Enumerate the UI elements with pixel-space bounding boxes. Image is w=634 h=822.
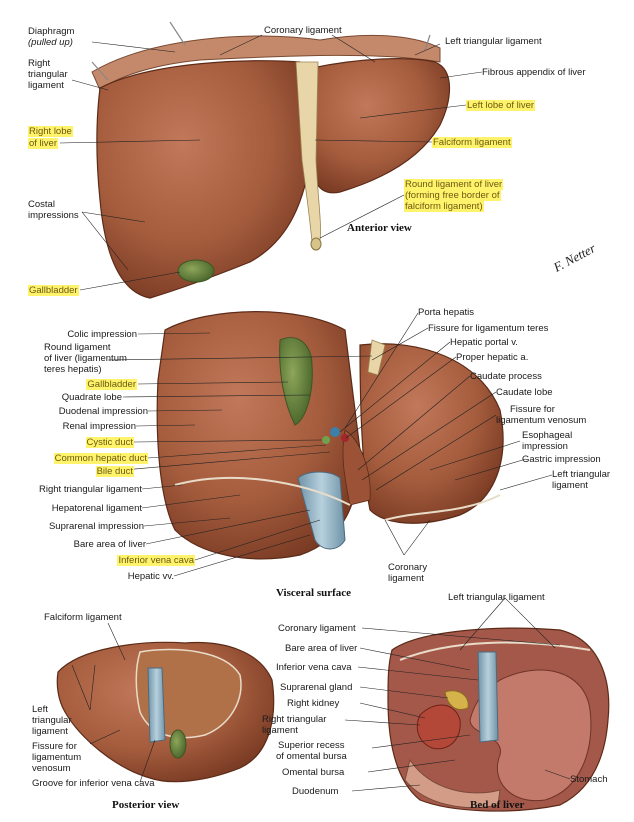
label-coronary-v1: Coronary xyxy=(388,562,428,573)
title-bed-of-liver: Bed of liver xyxy=(470,799,525,811)
label-porta-hepatis: Porta hepatis xyxy=(418,307,474,318)
bed-ivc xyxy=(477,651,499,743)
label-bile-duct: Bile duct xyxy=(95,466,134,477)
label-right-triangular-1: Right xyxy=(28,58,51,69)
title-posterior-view: Posterior view xyxy=(112,799,180,811)
label-quadrate-lobe: Quadrate lobe xyxy=(61,392,122,403)
label-costal-2: impressions xyxy=(28,210,79,221)
label-omental-bursa: Omental bursa xyxy=(282,767,345,778)
visceral-liver xyxy=(107,311,553,577)
anterior-liver xyxy=(59,21,483,299)
label-superior-recess-1: Superior recess xyxy=(278,740,345,751)
label-left-triangular-v1: Left triangular xyxy=(552,469,611,480)
label-superior-recess-2: of omental bursa xyxy=(276,751,347,762)
label-gastric-impression: Gastric impression xyxy=(522,454,601,465)
label-esophageal-2: impression xyxy=(522,441,568,452)
label-costal-1: Costal xyxy=(28,199,55,210)
label-gallbladder-anterior: Gallbladder xyxy=(28,285,79,296)
title-visceral-surface: Visceral surface xyxy=(276,587,352,599)
label-hepatic-vv: Hepatic vv. xyxy=(127,571,174,582)
label-round-ligament-v2: of liver (ligamentum xyxy=(44,353,127,364)
right-lobe xyxy=(96,60,313,299)
label-common-hepatic-duct: Common hepatic duct xyxy=(53,453,148,464)
label-gallbladder-visceral: Gallbladder xyxy=(86,379,137,390)
label-esophageal-1: Esophageal xyxy=(522,430,573,441)
label-right-tri-m1: Right triangular xyxy=(262,714,327,725)
title-anterior-view: Anterior view xyxy=(347,222,412,234)
label-left-tri-p3: ligament xyxy=(32,726,68,737)
label-fissure-venosum-1: Fissure for xyxy=(510,404,555,415)
label-duodenal-impression: Duodenal impression xyxy=(58,406,148,417)
label-right-triangular-3: ligament xyxy=(28,80,64,91)
label-coronary-ligament: Coronary ligament xyxy=(264,25,342,36)
caudate xyxy=(342,429,371,506)
label-bare-area-middle: Bare area of liver xyxy=(285,643,358,654)
label-falciform-posterior: Falciform ligament xyxy=(44,612,122,623)
label-fissure-venosum-2: ligamentum venosum xyxy=(496,415,587,426)
label-coronary-v2: ligament xyxy=(388,573,424,584)
label-pulled-up: (pulled up) xyxy=(28,37,73,48)
label-fissure-p3: venosum xyxy=(32,763,71,774)
label-bare-area-v: Bare area of liver xyxy=(73,539,146,550)
label-renal-impression: Renal impression xyxy=(62,421,136,432)
stomach xyxy=(469,669,592,802)
ivc-visceral xyxy=(297,471,346,550)
diaphragm xyxy=(91,34,441,91)
label-fibrous-appendix: Fibrous appendix of liver xyxy=(482,67,586,78)
label-cystic-duct: Cystic duct xyxy=(85,437,134,448)
label-caudate-lobe: Caudate lobe xyxy=(496,387,553,398)
label-right-triangular-v: Right triangular ligament xyxy=(39,484,142,495)
label-right-tri-m2: ligament xyxy=(262,725,298,736)
label-left-triangular-v2: ligament xyxy=(552,480,588,491)
label-duodenum: Duodenum xyxy=(292,786,339,797)
bed-of-liver xyxy=(344,597,610,812)
kidney xyxy=(416,704,461,750)
label-diaphragm: Diaphragm xyxy=(28,26,75,37)
label-caudate-process: Caudate process xyxy=(470,371,542,382)
round-ligament-end xyxy=(310,237,322,251)
suprarenal-gland xyxy=(444,690,469,710)
label-left-triangular-ligament: Left triangular ligament xyxy=(445,36,542,47)
label-proper-hepatic: Proper hepatic a. xyxy=(456,352,529,363)
label-round-ligament-v3: teres hepatis) xyxy=(44,364,102,375)
label-colic-impression: Colic impression xyxy=(67,329,137,340)
label-hepatic-portal: Hepatic portal v. xyxy=(450,337,518,348)
label-right-kidney: Right kidney xyxy=(287,698,340,709)
label-left-tri-p1: Left xyxy=(32,704,48,715)
label-right-triangular-2: triangular xyxy=(28,69,68,80)
label-stomach: Stomach xyxy=(570,774,608,785)
posterior-gallbladder xyxy=(169,729,187,759)
label-round-ligament-v1: Round ligament xyxy=(44,342,111,353)
label-hepatorenal-ligament: Hepatorenal ligament xyxy=(51,503,142,514)
label-fissure-teres: Fissure for ligamentum teres xyxy=(428,323,549,334)
label-left-triangular-bed: Left triangular ligament xyxy=(448,592,545,603)
gallbladder-anterior xyxy=(177,259,215,283)
label-falciform-ligament: Falciform ligament xyxy=(432,137,512,148)
label-round-ligament-2: (forming free border of xyxy=(404,190,501,201)
label-groove-ivc: Groove for inferior vena cava xyxy=(32,778,155,789)
label-right-lobe-2: of liver xyxy=(28,138,58,149)
duodenum xyxy=(404,758,501,809)
label-ivc-middle: Inferior vena cava xyxy=(276,662,352,673)
gallbladder-visceral xyxy=(279,337,313,426)
label-suprarenal-gland: Suprarenal gland xyxy=(280,682,353,693)
label-left-tri-p2: triangular xyxy=(32,715,72,726)
label-left-lobe: Left lobe of liver xyxy=(466,100,536,111)
posterior-liver xyxy=(56,622,275,783)
label-right-lobe-1: Right lobe xyxy=(28,126,73,137)
label-ivc-visceral: Inferior vena cava xyxy=(117,555,195,566)
label-round-ligament-1: Round ligament of liver xyxy=(404,179,504,190)
label-fissure-p1: Fissure for xyxy=(32,741,77,752)
label-coronary-middle: Coronary ligament xyxy=(278,623,356,634)
label-suprarenal-impression: Suprarenal impression xyxy=(48,521,144,532)
posterior-ivc xyxy=(147,667,166,743)
left-lobe xyxy=(311,58,451,194)
label-fissure-p2: ligamentum xyxy=(32,752,82,763)
label-round-ligament-3: falciform ligament) xyxy=(404,201,484,212)
